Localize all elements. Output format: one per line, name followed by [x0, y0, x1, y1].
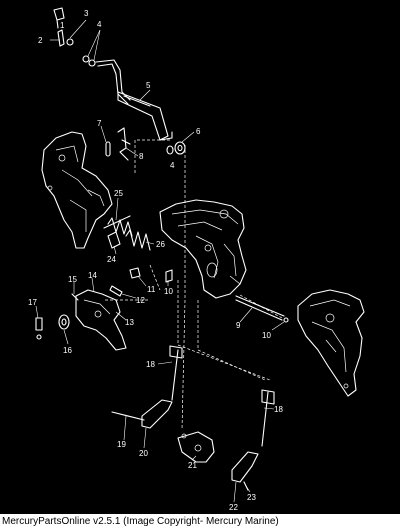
callout-25: 25 [114, 189, 123, 198]
part-10-bushing-upper [165, 269, 173, 283]
callout-4b: 4 [170, 161, 175, 170]
right-clamp-bracket [297, 289, 365, 397]
part-22-link [231, 451, 259, 483]
callout-2: 2 [38, 36, 43, 45]
part-20-link [141, 399, 173, 429]
callout-18: 18 [146, 360, 155, 369]
callout-24: 24 [107, 255, 116, 264]
part-11-fitting [129, 267, 141, 279]
part-15-pin [71, 293, 79, 301]
callout-9: 9 [236, 321, 241, 330]
part-26-spring [125, 229, 151, 251]
part-14-lever [75, 289, 127, 351]
callout-22: 22 [229, 503, 238, 512]
part-21-plate [177, 431, 215, 463]
part-8-spring [117, 127, 131, 161]
part-18-rod-left [169, 345, 183, 401]
part-5-arm [117, 91, 173, 141]
callout-3: 3 [84, 9, 89, 18]
swivel-housing [159, 199, 247, 299]
callout-14: 14 [88, 271, 97, 280]
callout-4: 4 [97, 20, 102, 29]
part-6-washer [166, 141, 186, 155]
callout-leaders [35, 19, 285, 503]
part-24-bushing [107, 231, 121, 249]
left-clamp-bracket [41, 131, 113, 249]
callout-1: 1 [60, 21, 65, 30]
parts-diagram-viewer: 1 2 3 4 4 5 6 7 8 25 26 24 14 15 17 16 1… [28, 7, 365, 512]
part-18-rod-right [261, 389, 275, 447]
exploded-parts-diagram: 1 2 3 4 4 5 6 7 8 25 26 24 14 15 17 16 1… [28, 7, 365, 512]
callout-19: 19 [117, 440, 126, 449]
part-9-shaft [235, 295, 289, 323]
callout-13: 13 [125, 318, 134, 327]
callout-11: 11 [147, 285, 156, 294]
part-7-pin [105, 141, 111, 157]
callout-16: 16 [63, 346, 72, 355]
callout-12: 12 [136, 296, 145, 305]
callout-10b: 10 [262, 331, 271, 340]
part-12-pin [109, 285, 123, 297]
part-group-top-linkage [53, 7, 131, 105]
callout-5: 5 [146, 81, 151, 90]
part-25-spring [103, 215, 133, 237]
part-16-washer [58, 314, 70, 330]
part-19-rod [111, 411, 145, 421]
callout-20: 20 [139, 449, 148, 458]
callout-15: 15 [68, 275, 77, 284]
copyright-caption: MercuryPartsOnline v2.5.1 (Image Copyrig… [0, 514, 400, 529]
assembly-guide-lines [105, 139, 283, 431]
callout-8: 8 [139, 152, 144, 161]
callout-labels: 1 2 3 4 4 5 6 7 8 25 26 24 14 15 17 16 1… [28, 9, 283, 512]
callout-17: 17 [28, 298, 37, 307]
callout-6: 6 [196, 127, 201, 136]
part-17-screw [35, 317, 43, 340]
callout-7: 7 [97, 119, 102, 128]
callout-10: 10 [164, 287, 173, 296]
callout-26: 26 [156, 240, 165, 249]
callout-23: 23 [247, 493, 256, 502]
callout-18b: 18 [274, 405, 283, 414]
callout-21: 21 [188, 461, 197, 470]
